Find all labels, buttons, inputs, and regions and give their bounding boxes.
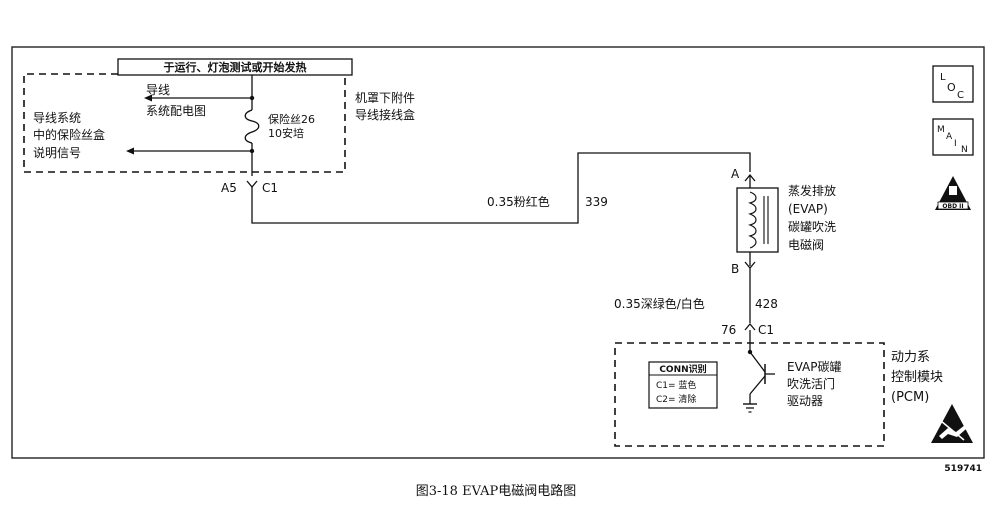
- wire-339-color: 0.35粉红色: [487, 194, 550, 209]
- fuse-block: 于运行、灯泡测试或开始发热 导线 系统配电图 导线系统 中的保险丝盒 说明信号 …: [23, 58, 415, 195]
- driver-collector: [749, 351, 766, 373]
- pcm-connector-c1: C1: [758, 323, 774, 337]
- fuse-rating: 10安培: [268, 126, 304, 140]
- main-icon-n: N: [961, 145, 968, 155]
- conn-id-title: CONN识别: [659, 363, 706, 375]
- esd-slash: [940, 420, 965, 441]
- main-icon-m: M: [937, 125, 945, 135]
- solenoid-pin-a: A: [731, 167, 740, 181]
- header-banner: 于运行、灯泡测试或开始发热: [164, 60, 307, 74]
- solenoid-label-line3: 碳罐吹洗: [788, 220, 836, 234]
- connector-a5-symbol: [246, 180, 258, 189]
- wire-428-circuit: 428: [755, 297, 778, 311]
- main-icon-box: [932, 118, 974, 156]
- ref-fuse-line3: 说明信号: [33, 145, 81, 160]
- solenoid-label-line4: 电磁阀: [788, 237, 824, 252]
- diagram-frame: [11, 46, 985, 459]
- pcm-label-line2: 控制模块: [891, 370, 943, 385]
- loc-icon-l: L: [940, 72, 946, 83]
- loc-icon: L O C: [932, 65, 974, 103]
- obd-ii-icon: OBD II: [935, 176, 971, 210]
- conn-id-c2: C2= 清除: [656, 393, 696, 405]
- wire-339-path: [251, 152, 751, 224]
- fuse-box-label-line2: 导线接线盒: [355, 107, 415, 122]
- pcm-label-line3: (PCM): [891, 390, 929, 405]
- main-icon-a: A: [946, 132, 953, 142]
- obd-ii-text: OBD II: [942, 203, 963, 210]
- main-icon: M A I N: [932, 118, 974, 156]
- driver-label-line2: 吹洗活门: [787, 376, 835, 391]
- solenoid-coil: [747, 191, 757, 249]
- obd-ii-text-bg: [937, 201, 969, 210]
- wire-428: 0.35深绿色/白色 428: [614, 268, 778, 323]
- wire-428-color: 0.35深绿色/白色: [614, 296, 705, 311]
- wire-339-circuit: 339: [585, 195, 608, 209]
- esd-warning-icon: [931, 404, 973, 443]
- pcm-connector-symbol: [744, 322, 756, 331]
- figure-caption: 图3-18 EVAP电磁阀电路图: [416, 483, 576, 499]
- esd-triangle: [931, 404, 973, 443]
- ref-fuse-line1: 导线系统: [33, 111, 81, 125]
- ref-wiring-line1: 导线: [146, 83, 170, 97]
- driver-label-line1: EVAP碳罐: [787, 360, 841, 374]
- wire-339: 0.35粉红色 339: [251, 152, 751, 224]
- ref-arrow-wiring-head: [144, 94, 152, 102]
- fuse-pin-a5: A5: [221, 181, 237, 195]
- pcm-block: 76 C1 CONN识别 C1= 蓝色 C2= 清除 EVAP碳罐 吹洗活门 驱…: [614, 322, 943, 447]
- ref-fuse-line2: 中的保险丝盒: [33, 127, 105, 142]
- obd-ii-u-mark: [949, 186, 957, 195]
- main-icon-i: I: [954, 139, 957, 149]
- ref-wiring-line2: 系统配电图: [146, 104, 206, 118]
- solenoid-body: [736, 187, 779, 253]
- solenoid-label-line1: 蒸发排放: [788, 183, 836, 198]
- evap-solenoid: A B 蒸发排放 (EVAP) 碳罐吹洗 电磁阀: [731, 167, 836, 276]
- pcm-pin-76: 76: [721, 323, 736, 337]
- fuse-name: 保险丝26: [268, 112, 315, 126]
- header-banner-box: [117, 58, 353, 76]
- esd-hand: [939, 425, 966, 439]
- fuse-connector-c1: C1: [262, 181, 278, 195]
- fuse-box-label-line1: 机罩下附件: [355, 91, 415, 105]
- driver-emitter: [749, 375, 766, 395]
- conn-id-table: [648, 361, 718, 409]
- loc-icon-box: [932, 65, 974, 103]
- fuse-symbol: [244, 109, 260, 144]
- conn-id-c1: C1= 蓝色: [656, 379, 696, 391]
- solenoid-label-line2: (EVAP): [788, 202, 828, 216]
- ref-arrow-fuse-head: [126, 147, 134, 155]
- solenoid-pin-b: B: [731, 262, 739, 276]
- loc-icon-o: O: [947, 81, 956, 94]
- figure-number: 519741: [944, 464, 982, 474]
- loc-icon-c: C: [957, 90, 964, 101]
- pcm-label-line1: 动力系: [891, 350, 930, 365]
- driver-label-line3: 驱动器: [787, 394, 823, 408]
